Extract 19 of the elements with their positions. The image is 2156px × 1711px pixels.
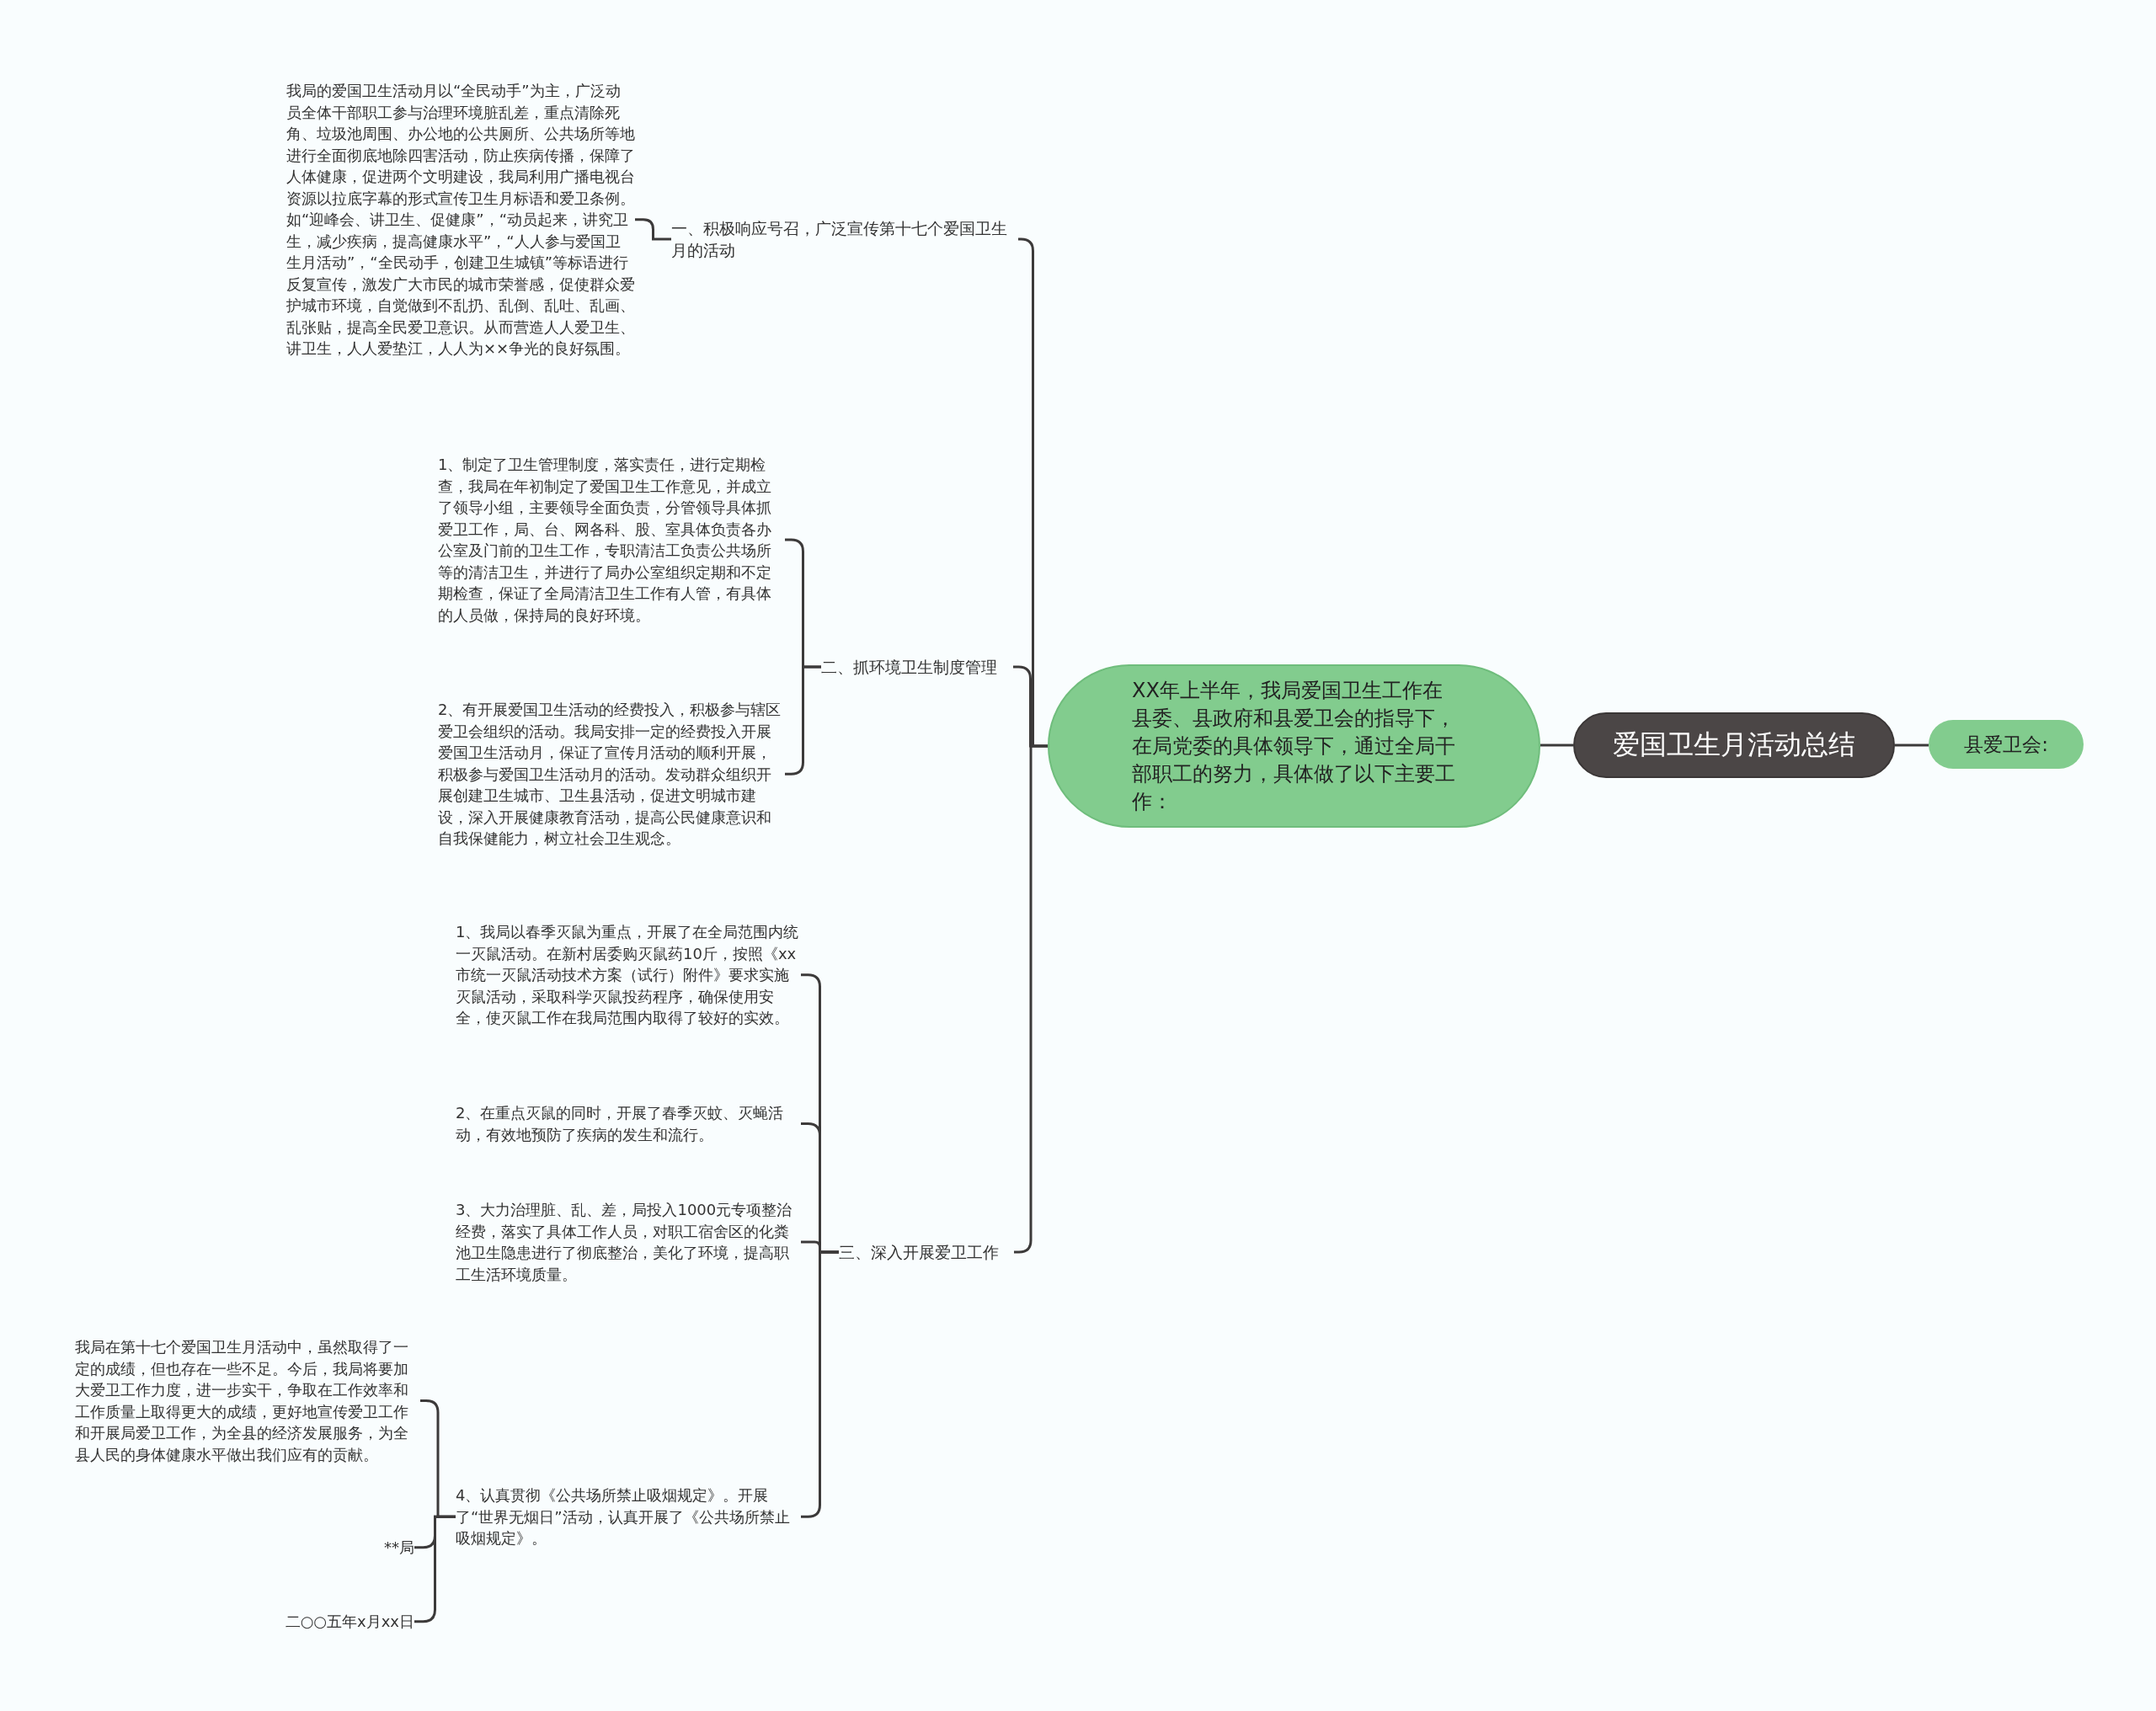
paragraph-text: 1、我局以春季灭鼠为重点，开展了在全局范围内统一灭鼠活动。在新村居委购灭鼠药10斤，按照《xx市统一灭鼠活动技术方案（试行）附件》要求实施灭鼠活动，采取科学灭鼠投药程序，确保使用安全，使灭鼠工作在我局范围内取得了较好的实效。 — [456, 921, 801, 1029]
root-topic-pill: 爱国卫生月活动总结 — [1573, 712, 1895, 778]
branch-label: 二、抓环境卫生制度管理 — [821, 656, 1013, 678]
branch-label: 三、深入开展爱卫工作 — [839, 1241, 1014, 1263]
subtopic-pill: 县爱卫会: — [1929, 720, 2084, 769]
paragraph-text: 2、在重点灭鼠的同时，开展了春季灭蚊、灭蝇活动，有效地预防了疾病的发生和流行。 — [456, 1102, 801, 1145]
paragraph-text: 2、有开展爱国卫生活动的经费投入，积极参与辖区爱卫会组织的活动。我局安排一定的经费投入开展爱国卫生活动月，保证了宣传月活动的顺利开展，积极参与爱国卫生活动月的活动。发动群众组织开展创建卫生城市、卫生县活动，促进文明城市建设，深入开展健康教育活动，提高公民健康意识和自我保健能力，树立社会卫生观念。 — [438, 699, 785, 850]
paragraph-text: 3、大力治理脏、乱、差，局投入1000元专项整治经费，落实了具体工作人员，对职工宿舍区的化粪池卫生隐患进行了彻底整治，美化了环境，提高职工生活环境质量。 — [456, 1199, 801, 1285]
paragraph-text: 我局在第十七个爱国卫生月活动中，虽然取得了一定的成绩，但也存在一些不足。今后，我局将要加大爱卫工作力度，进一步实干，争取在工作效率和工作质量上取得更大的成绩，更好地宣传爱卫工作和开展局爱卫工作，为全县的经济发展服务，为全县人民的身体健康水平做出我们应有的贡献。 — [75, 1336, 420, 1465]
paragraph-text: 1、制定了卫生管理制度，落实责任，进行定期检查，我局在年初制定了爱国卫生工作意见，并成立了领导小组，主要领导全面负责，分管领导具体抓爱卫工作，局、台、网各科、股、室具体负责各办公室及门前的卫生工作，专职清洁工负责公共场所等的清洁卫生，并进行了局办公室组织定期和不定期检查，保证了全局清洁卫生工作有人管，有具体的人员做，保持局的良好环境。 — [438, 454, 785, 626]
paragraph-text: 我局的爱国卫生活动月以“全民动手”为主，广泛动员全体干部职工参与治理环境脏乱差，重点清除死角、垃圾池周围、办公地的公共厕所、公共场所等地进行全面彻底地除四害活动，防止疾病传播，保障了人体健康，促进两个文明建设，我局利用广播电视台资源以拉底字幕的形式宣传卫生月标语和爱卫条例。如“迎峰会、讲卫生、促健康”，“动员起来，讲究卫生，减少疾病，提高健康水平”，“人人参与爱国卫生月活动”，“全民动手，创建卫生城镇”等标语进行反复宣传，激发广大市民的城市荣誉感，促使群众爱护城市环境，自觉做到不乱扔、乱倒、乱吐、乱画、乱张贴，提高全民爱卫意识。从而营造人人爱卫生、讲卫生，人人爱垫江，人人为××争光的良好氛围。 — [286, 80, 635, 360]
signature-text: **局 — [320, 1537, 414, 1559]
date-text: 二○○五年x月xx日 — [236, 1611, 414, 1633]
connector-line — [635, 218, 671, 241]
connector-line — [1895, 744, 1929, 747]
summary-bubble: XX年上半年，我局爱国卫生工作在县委、县政府和县爱卫会的指导下，在局党委的具体领导下，通过全局干部职工的努力，具体做了以下主要工作： — [1048, 664, 1540, 828]
branch-label: 一、积极响应号召，广泛宣传第十七个爱国卫生月的活动 — [671, 217, 1018, 261]
connector-line — [1540, 744, 1573, 747]
paragraph-text: 4、认真贯彻《公共场所禁止吸烟规定》。开展了“世界无烟日”活动，认真开展了《公共场所禁止吸烟规定》。 — [456, 1484, 801, 1549]
